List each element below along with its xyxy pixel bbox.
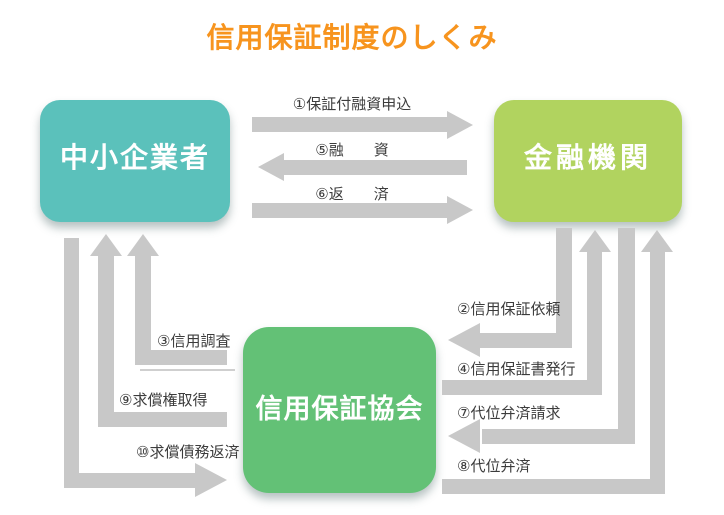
flow7-vertical-shaft [618, 228, 635, 444]
flow8-up-arrowhead-icon [641, 230, 673, 252]
flow1-arrow-shaft [252, 117, 447, 132]
flow3-vertical-shaft [135, 255, 151, 365]
flow6-arrow-shaft [252, 203, 447, 218]
box-sme: 中小企業者 [40, 100, 230, 222]
flow3-up-arrowhead-icon [127, 234, 159, 256]
flow4-label: ④信用保証書発行 [457, 360, 576, 378]
flow4-vertical-shaft [587, 251, 602, 395]
flow5-left-arrowhead-icon [258, 153, 284, 181]
flow8-vertical-shaft [650, 251, 665, 494]
flow5-label: ⑤融 資 [315, 141, 389, 159]
flow7-left-arrowhead-icon [448, 419, 480, 453]
box-financial-institution: 金融機関 [494, 100, 682, 222]
flow1-label: ①保証付融資申込 [292, 95, 412, 113]
diagram-title: 信用保証制度のしくみ [206, 21, 498, 54]
box-credit-guarantee-association: 信用保証協会 [243, 327, 436, 493]
flow10-right-arrowhead-icon [195, 463, 227, 497]
flow4-up-arrowhead-icon [579, 230, 611, 252]
flow6-right-arrowhead-icon [447, 196, 473, 224]
flow9-vertical-shaft [98, 255, 114, 427]
flow6-label: ⑥返 済 [315, 185, 389, 203]
flow10-horizontal-shaft [64, 473, 195, 488]
flow1-right-arrowhead-icon [447, 111, 473, 139]
flow9-horizontal-shaft [98, 412, 227, 427]
flow7-horizontal-shaft [482, 429, 635, 444]
box-sme-label: 中小企業者 [59, 141, 210, 174]
flow2-vertical-shaft [556, 228, 572, 348]
box-credit-guarantee-association-label: 信用保証協会 [255, 393, 424, 425]
box-financial-institution-label: 金融機関 [523, 141, 652, 174]
flow8-label: ⑧代位弁済 [457, 457, 531, 475]
flow3-underline [140, 369, 235, 371]
flow2-left-arrowhead-icon [448, 323, 480, 357]
flow2-label: ②信用保証依頼 [457, 300, 561, 318]
flow3-label: ③信用調査 [157, 332, 231, 350]
flow5-arrow-shaft [284, 160, 467, 175]
flow9-label: ⑨求償権取得 [119, 391, 208, 409]
flow4-horizontal-shaft [442, 380, 602, 395]
flow10-vertical-shaft [64, 238, 79, 488]
flow2-horizontal-shaft [480, 333, 572, 348]
flow3-horizontal-shaft [135, 350, 227, 365]
flow9-up-arrowhead-icon [90, 234, 122, 256]
flow10-label: ⑩求償債務返済 [136, 443, 240, 461]
flow7-label: ⑦代位弁済請求 [457, 404, 561, 422]
flow8-horizontal-shaft [442, 479, 665, 494]
